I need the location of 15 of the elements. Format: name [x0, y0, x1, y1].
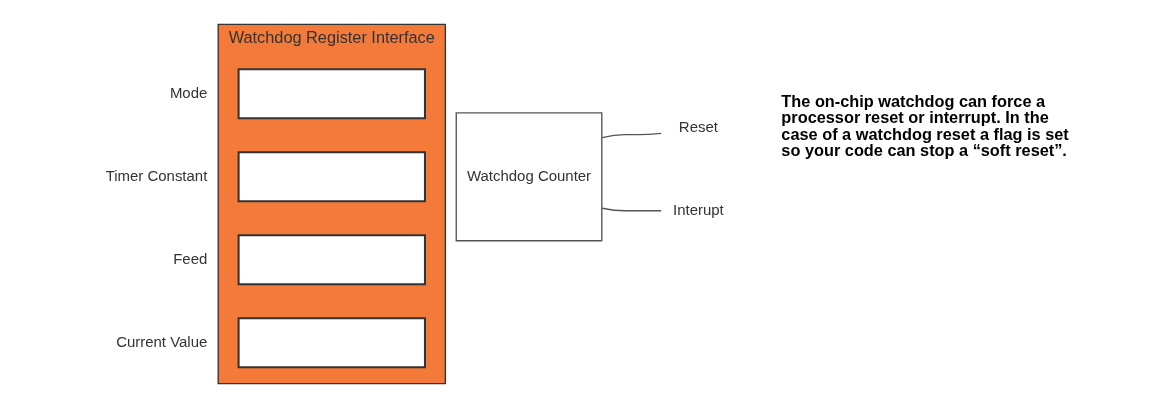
node-box [237, 68, 426, 120]
label: The on-chip watchdog can force a processor reset or interrupt. In the case of a watchdog reset a flag is set so your code can stop a “soft reset”. [781, 91, 1069, 159]
node-label: Mode [169, 83, 208, 101]
connector [601, 207, 662, 212]
connector [601, 132, 662, 139]
node-box: Watchdog Counter [455, 112, 603, 242]
node-label: Feed [173, 249, 208, 267]
node-text: Interupt [673, 200, 724, 218]
node-text: Reset [678, 117, 718, 135]
node-box [237, 317, 426, 369]
node-label: Timer Constant [105, 166, 208, 184]
node-box [237, 151, 426, 203]
node-label: Current Value [116, 332, 208, 350]
cluster: Watchdog Register Interface [217, 23, 447, 385]
node-box [237, 234, 426, 286]
